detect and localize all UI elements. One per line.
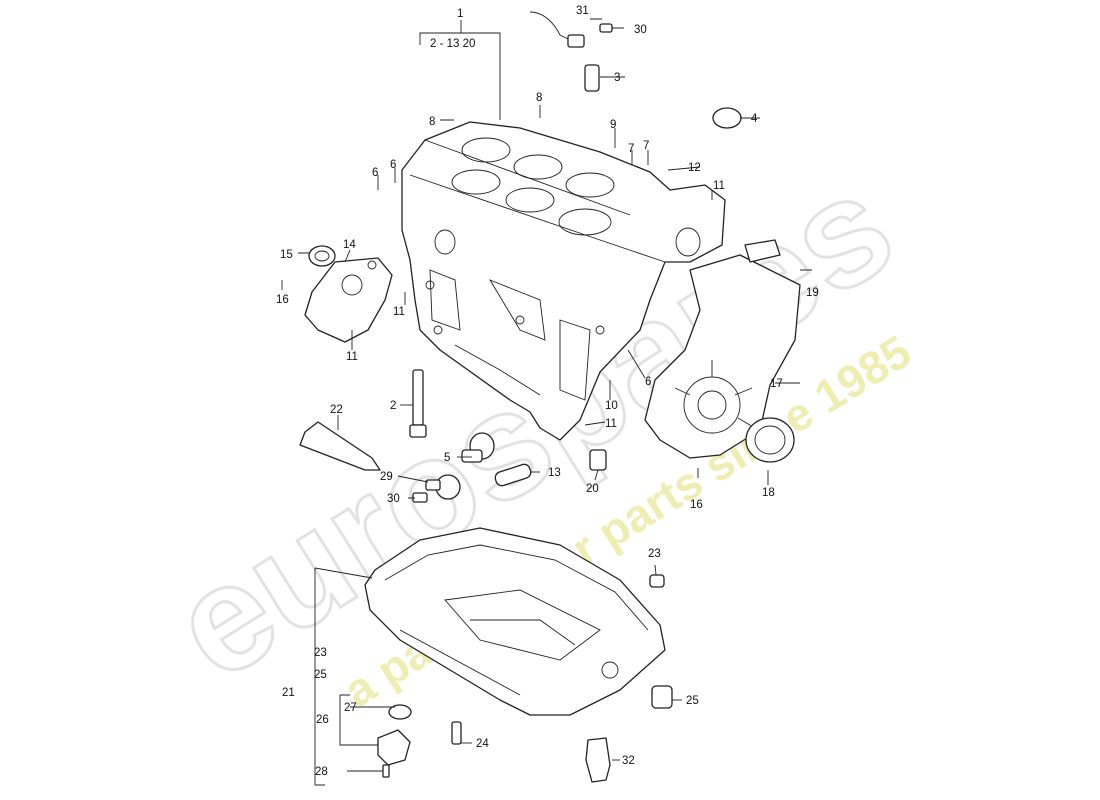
small-hardware — [412, 432, 607, 503]
callout-20: 20 — [586, 483, 599, 495]
dowel-sleeve — [584, 64, 600, 92]
callout-23-side: 23 — [314, 647, 327, 659]
callout-11-top: 11 — [713, 180, 725, 192]
callout-15: 15 — [280, 249, 293, 261]
callout-25-side: 25 — [314, 669, 327, 681]
callout-21: 21 — [282, 687, 295, 699]
callout-28: 28 — [315, 766, 328, 778]
callout-16-left: 16 — [276, 294, 289, 306]
callout-27: 27 — [344, 702, 357, 714]
callout-19: 19 — [806, 287, 819, 299]
callout-7-left: 7 — [628, 143, 634, 155]
callout-16-right: 16 — [690, 499, 703, 511]
callout-13: 13 — [548, 467, 561, 479]
seal-ring-large — [745, 417, 795, 463]
callout-labels: 1 2 - 13 20 31 30 3 4 8 8 9 7 7 12 11 6 … — [276, 5, 819, 778]
sensor-lead — [529, 11, 613, 48]
callout-18: 18 — [762, 487, 775, 499]
callout-8-left: 8 — [429, 116, 435, 128]
callout-32: 32 — [622, 755, 635, 767]
callout-12: 12 — [688, 162, 701, 174]
callout-14: 14 — [343, 239, 356, 251]
callout-17: 17 — [770, 378, 783, 390]
callout-7-right: 7 — [643, 140, 649, 152]
timing-cover — [644, 239, 801, 459]
callout-1: 1 — [457, 8, 463, 20]
callout-30-top: 30 — [634, 24, 647, 36]
callout-4: 4 — [751, 113, 758, 125]
callout-6-left: 6 — [372, 167, 378, 179]
leader-lines — [281, 18, 812, 786]
callout-29: 29 — [380, 471, 393, 483]
callout-9: 9 — [610, 119, 616, 131]
callout-11-low: 11 — [346, 351, 358, 363]
callout-6-top: 6 — [390, 159, 396, 171]
callout-31: 31 — [576, 5, 589, 17]
callout-23-top: 23 — [648, 548, 661, 560]
callout-3: 3 — [614, 72, 620, 84]
callout-10: 10 — [605, 400, 618, 412]
pan-hardware — [377, 574, 673, 783]
oil-pan — [364, 527, 666, 716]
sealant-tube — [299, 421, 381, 471]
callout-8-right: 8 — [536, 92, 542, 104]
long-bolt — [409, 369, 427, 438]
callout-2-13-20: 2 - 13 20 — [430, 38, 475, 50]
callout-11-mid: 11 — [393, 306, 405, 318]
callout-11-right: 11 — [605, 418, 617, 430]
callout-25-right: 25 — [686, 695, 699, 707]
rear-flange — [304, 257, 393, 343]
cap-plug — [712, 107, 742, 129]
callout-26: 26 — [316, 714, 329, 726]
callout-30-bottom: 30 — [387, 493, 400, 505]
seal-ring-small — [308, 245, 336, 267]
callout-5: 5 — [444, 452, 450, 464]
callout-22: 22 — [330, 404, 343, 416]
callout-2: 2 — [390, 400, 396, 412]
engine-block — [401, 121, 726, 441]
callout-24: 24 — [476, 738, 489, 750]
callout-6-right: 6 — [645, 376, 651, 388]
